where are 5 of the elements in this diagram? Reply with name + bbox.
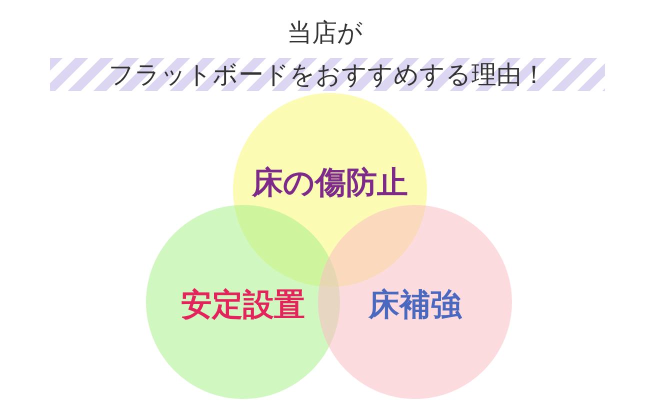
heading-text: フラットボードをおすすめする理由！	[50, 58, 605, 91]
circle-label: 安定設置	[180, 286, 306, 325]
circle-label: 床の傷防止	[250, 164, 409, 203]
circle-label: 床補強	[367, 286, 463, 325]
heading-text: 当店が	[286, 17, 364, 49]
